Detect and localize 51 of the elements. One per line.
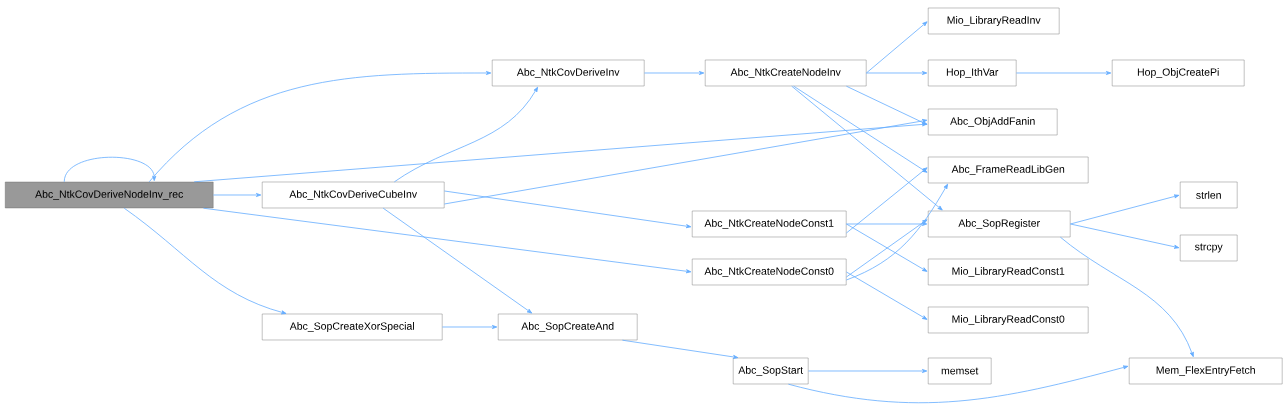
arrow — [866, 21, 928, 74]
function-box: Abc_NtkCovDeriveNodeInv_rec — [5, 181, 214, 209]
arrow — [866, 71, 928, 75]
arrow — [394, 86, 538, 183]
arrow — [382, 207, 533, 314]
arrow — [442, 325, 498, 329]
arrow — [193, 122, 928, 183]
function-box: Abc_NtkCovDeriveInv — [492, 59, 645, 87]
arrow — [808, 369, 928, 373]
function-box: Abc_NtkCreateNodeInv — [705, 59, 867, 87]
function-box: strlen — [1180, 181, 1238, 209]
arrow — [846, 219, 928, 278]
arrow — [444, 118, 928, 205]
function-box: Abc_NtkCovDeriveCubeInv — [262, 181, 445, 209]
function-box: Abc_FrameReadLibGen — [928, 156, 1089, 184]
function-box: Abc_SopStart — [733, 357, 809, 385]
function-box: Hop_IthVar — [928, 59, 1017, 87]
arrow — [846, 167, 928, 234]
arrow — [622, 339, 739, 359]
arrow — [203, 207, 692, 274]
arrow — [788, 365, 1129, 403]
arrow — [444, 190, 692, 229]
arrow — [1060, 236, 1194, 358]
function-box: Abc_SopRegister — [928, 210, 1071, 238]
arrow — [791, 85, 943, 211]
arrow — [213, 193, 262, 197]
arrow — [846, 271, 928, 320]
arrow — [1070, 223, 1180, 249]
arrow — [846, 223, 928, 272]
function-box: Mio_LibraryReadConst1 — [928, 258, 1089, 286]
function-box: Mio_LibraryReadConst0 — [928, 306, 1089, 334]
arrow — [644, 71, 705, 75]
arrow — [1016, 71, 1112, 75]
function-box: Mio_LibraryReadInv — [928, 7, 1060, 35]
arrow — [846, 85, 928, 125]
function-box: Abc_NtkCreateNodeConst1 — [692, 210, 847, 238]
function-box: Abc_ObjAddFanin — [928, 108, 1058, 136]
function-box: Hop_ObjCreatePi — [1112, 59, 1245, 87]
arrow — [123, 207, 287, 315]
function-box: Mem_FlexEntryFetch — [1129, 357, 1283, 385]
arrow — [1070, 194, 1180, 225]
function-box: memset — [928, 357, 992, 385]
arrow — [793, 85, 928, 173]
arrow — [846, 183, 948, 281]
arrow — [846, 222, 928, 226]
function-box: strcpy — [1180, 234, 1238, 262]
arrow — [148, 71, 492, 183]
function-box: Abc_SopCreateXorSpecial — [262, 313, 443, 341]
arrow — [63, 156, 157, 183]
function-box: Abc_NtkCreateNodeConst0 — [692, 258, 847, 286]
function-box: Abc_SopCreateAnd — [498, 313, 638, 341]
